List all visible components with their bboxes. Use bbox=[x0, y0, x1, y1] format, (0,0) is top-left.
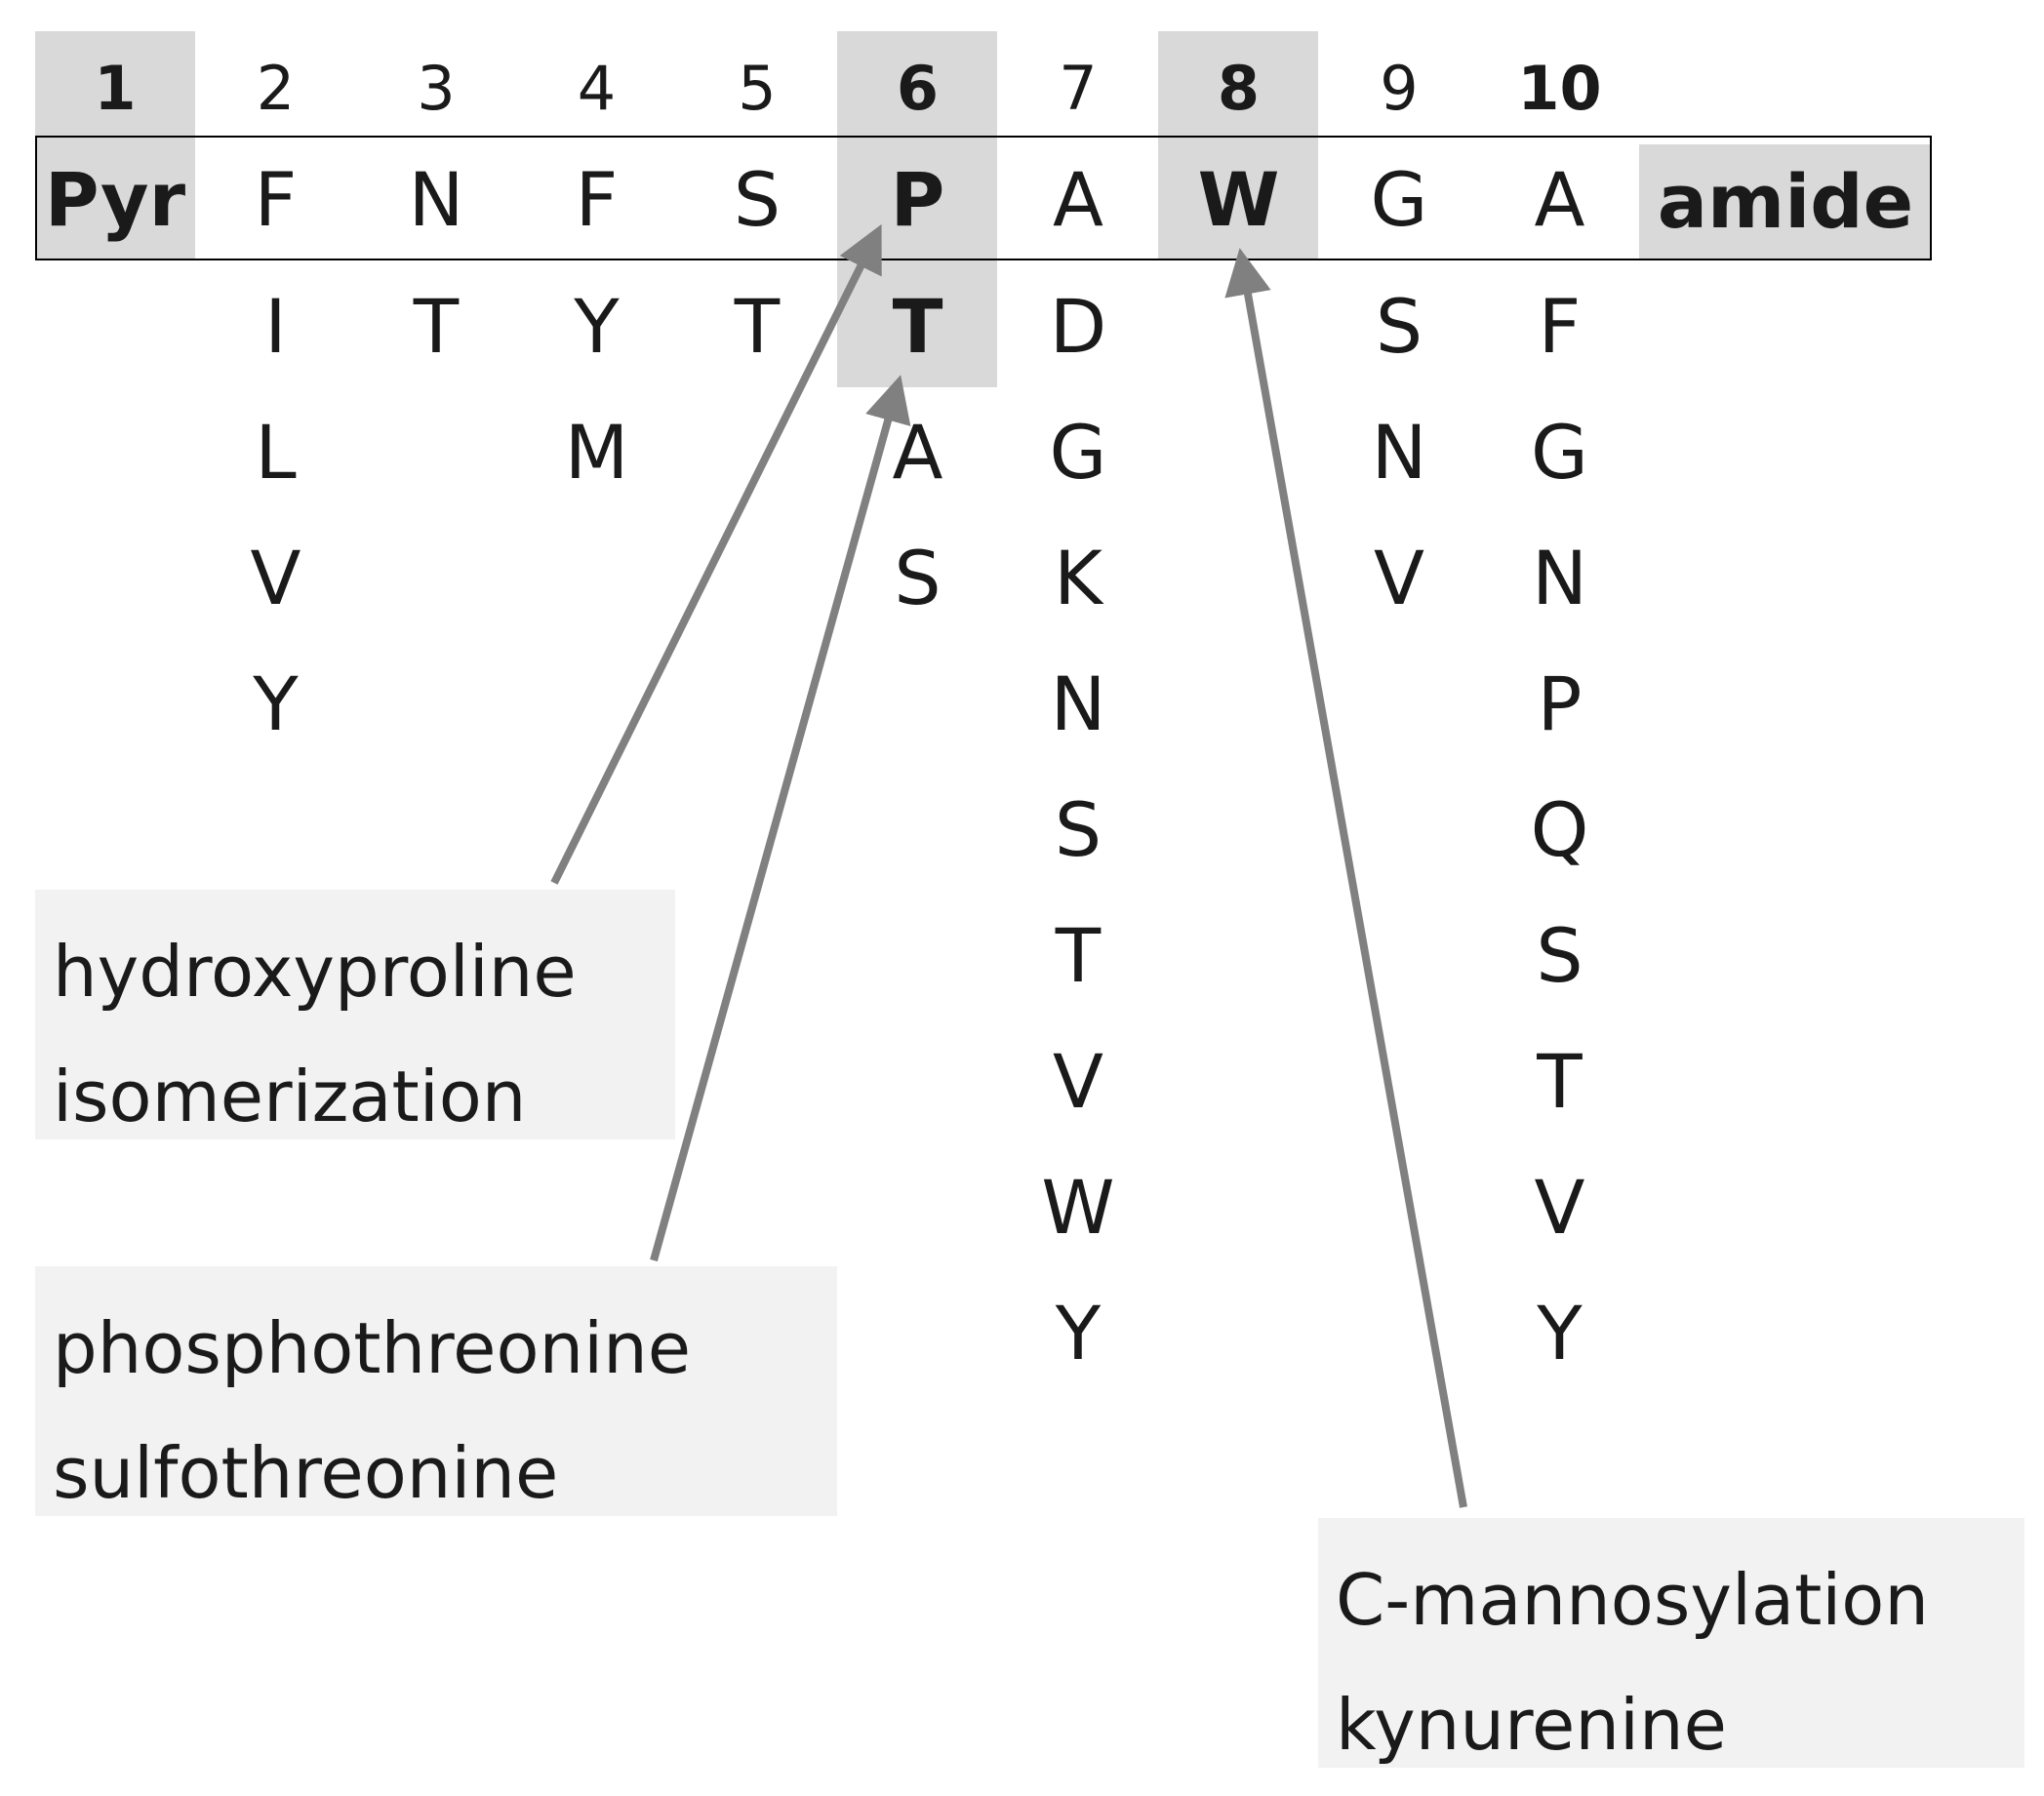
arrow-to-threonine bbox=[650, 375, 911, 1262]
variant-residue: W bbox=[1041, 1164, 1115, 1251]
variant-residue: Y bbox=[253, 660, 299, 747]
variant-residue: P bbox=[1537, 660, 1583, 747]
annotation-threonine: phosphothreonine sulfothreonine bbox=[35, 1266, 837, 1516]
annotation-line: hydroxyproline bbox=[53, 931, 577, 1013]
variant-residue: A bbox=[892, 409, 943, 496]
core-sequence-box bbox=[35, 136, 1932, 260]
position-number-5: 5 bbox=[738, 53, 777, 124]
variant-residue: Y bbox=[1055, 1290, 1102, 1377]
position-number-10: 10 bbox=[1517, 53, 1602, 124]
variant-residue: Q bbox=[1530, 786, 1589, 873]
annotation-line: phosphothreonine bbox=[53, 1307, 692, 1389]
variant-residue: D bbox=[1049, 283, 1107, 370]
variant-residue: S bbox=[894, 535, 942, 621]
variant-residue: I bbox=[264, 283, 287, 370]
core-residue-2: F bbox=[254, 156, 298, 243]
annotation-tryptophan: C-mannosylation kynurenine bbox=[1318, 1518, 2024, 1768]
variant-residue: Y bbox=[574, 283, 620, 370]
position-number-2: 2 bbox=[256, 53, 296, 124]
core-residue-9: G bbox=[1370, 156, 1428, 243]
variant-residue: V bbox=[1053, 1038, 1103, 1125]
core-residue-6: P bbox=[890, 156, 945, 243]
variant-residue: G bbox=[1531, 409, 1588, 496]
variant-residue: N bbox=[1050, 660, 1106, 747]
variant-residue: T bbox=[413, 283, 460, 370]
position-number-6: 6 bbox=[896, 53, 940, 124]
variant-residue: T bbox=[1537, 1038, 1583, 1125]
variant-residue: S bbox=[1054, 786, 1102, 873]
variant-residue: Y bbox=[1537, 1290, 1583, 1377]
variant-residue: S bbox=[1536, 912, 1583, 999]
annotation-line: sulfothreonine bbox=[53, 1432, 559, 1514]
core-residue-5: S bbox=[733, 156, 782, 243]
variant-residue: G bbox=[1049, 409, 1107, 496]
core-residue-10: A bbox=[1534, 156, 1585, 243]
variant-residue: T bbox=[892, 283, 943, 370]
variant-residue: T bbox=[1055, 912, 1102, 999]
core-residue-4: F bbox=[575, 156, 619, 243]
core-residue-8: W bbox=[1197, 156, 1280, 243]
variant-residue: V bbox=[1374, 535, 1424, 621]
core-residue-7: A bbox=[1053, 156, 1103, 243]
highlight-position-1 bbox=[35, 31, 195, 260]
position-number-7: 7 bbox=[1059, 53, 1098, 124]
variant-residue: M bbox=[564, 409, 629, 496]
variant-residue: S bbox=[1375, 283, 1423, 370]
variant-residue: T bbox=[734, 283, 781, 370]
variant-residue: N bbox=[1532, 535, 1587, 621]
variant-residue: L bbox=[255, 409, 297, 496]
position-number-8: 8 bbox=[1217, 53, 1261, 124]
position-number-1: 1 bbox=[94, 53, 137, 124]
variant-residue: K bbox=[1054, 535, 1102, 621]
variant-residue: N bbox=[1371, 409, 1427, 496]
position-number-9: 9 bbox=[1380, 53, 1419, 124]
position-number-4: 4 bbox=[577, 53, 617, 124]
annotation-line: C-mannosylation bbox=[1336, 1559, 1929, 1641]
variant-residue: V bbox=[250, 535, 301, 621]
annotation-line: kynurenine bbox=[1336, 1684, 1727, 1766]
variant-residue: V bbox=[1534, 1164, 1585, 1251]
c-terminus-amide: amide bbox=[1639, 144, 1932, 259]
annotation-proline: hydroxyproline isomerization bbox=[35, 890, 675, 1139]
core-residue-1: Pyr bbox=[44, 156, 186, 243]
position-number-3: 3 bbox=[417, 53, 456, 124]
annotation-line: isomerization bbox=[53, 1056, 527, 1137]
highlight-position-8 bbox=[1158, 31, 1318, 260]
variant-residue: F bbox=[1538, 283, 1582, 370]
core-residue-3: N bbox=[408, 156, 464, 243]
